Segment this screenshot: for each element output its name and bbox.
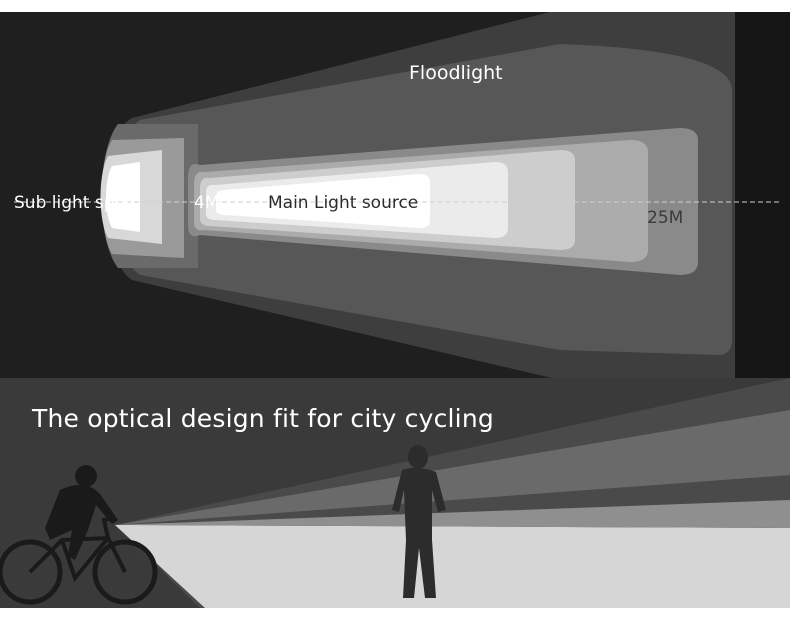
sub-light-core — [106, 162, 140, 232]
main-light-source-label: Main Light source — [268, 193, 419, 213]
far-distance-label: 25M — [647, 208, 684, 228]
sub-light-spot-label: Sub light spot — [14, 193, 132, 213]
main-light-core — [216, 174, 430, 228]
beam-pattern-graphic — [14, 12, 790, 378]
near-distance-label: 4M — [194, 193, 220, 213]
cyclist-silhouette — [0, 465, 158, 605]
city-cycling-scene — [0, 378, 790, 608]
ground-light-cone — [115, 525, 790, 608]
upper-light-beam — [115, 410, 790, 525]
cycling-scene-graphic — [0, 378, 790, 608]
pedestrian-silhouette — [392, 445, 446, 598]
right-edge-strip — [735, 12, 790, 378]
floodlight-label: Floodlight — [409, 62, 503, 84]
headline: The optical design fit for city cycling — [32, 404, 494, 433]
beam-pattern-diagram: Floodlight Sub light spot 4M Main Light … — [0, 12, 790, 378]
mid-light-beam — [115, 500, 790, 528]
